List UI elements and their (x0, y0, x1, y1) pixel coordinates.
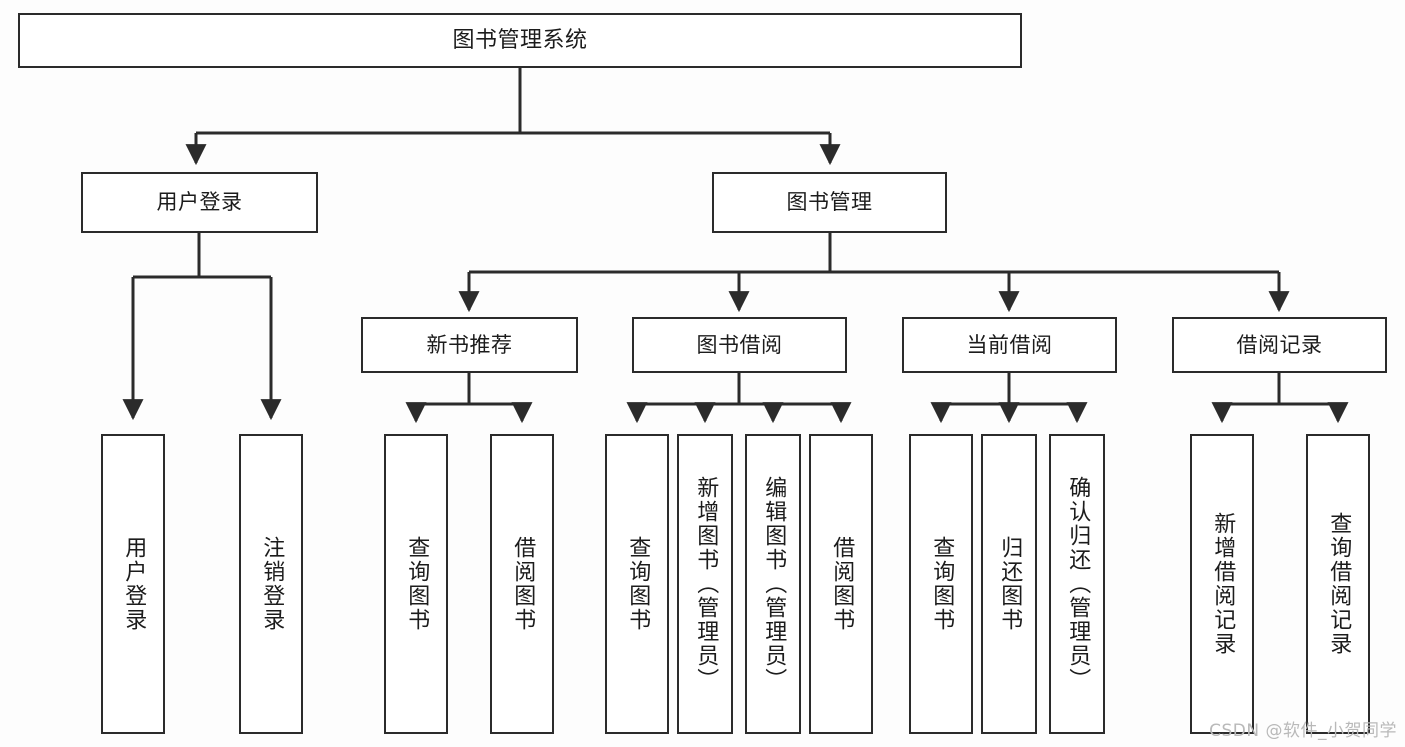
node-label: 查询图书 (929, 536, 955, 632)
leaf-borrow-book[interactable]: 借阅图书 (809, 434, 873, 734)
node-label: 图书管理 (786, 190, 873, 215)
node-new-book-recommend[interactable]: 新书推荐 (361, 317, 578, 373)
leaf-query-book-borrow[interactable]: 查询图书 (605, 434, 669, 734)
node-label: 图书借阅 (696, 332, 783, 357)
node-label: 当前借阅 (966, 332, 1053, 357)
leaf-borrow-book-newbook[interactable]: 借阅图书 (490, 434, 554, 734)
node-book-management[interactable]: 图书管理 (712, 172, 947, 233)
leaf-query-borrow-record[interactable]: 查询借阅记录 (1306, 434, 1370, 734)
leaf-return-book[interactable]: 归还图书 (981, 434, 1037, 734)
node-label: 查询图书 (625, 536, 651, 632)
leaf-query-book-newbook[interactable]: 查询图书 (384, 434, 448, 734)
leaf-add-book-admin[interactable]: 新增图书（管理员） (677, 434, 733, 734)
node-label: 查询图书 (404, 536, 430, 632)
node-label: 新增图书（管理员） (693, 476, 719, 692)
node-label: 注销登录 (259, 536, 285, 632)
node-label: 借阅记录 (1236, 332, 1323, 357)
node-label: 图书管理系统 (452, 27, 588, 53)
leaf-query-book-current[interactable]: 查询图书 (909, 434, 973, 734)
node-root-book-management-system[interactable]: 图书管理系统 (18, 13, 1022, 68)
node-label: 确认归还（管理员） (1065, 476, 1091, 692)
node-label: 新书推荐 (426, 332, 513, 357)
node-label: 编辑图书（管理员） (761, 476, 787, 692)
leaf-user-login[interactable]: 用户登录 (101, 434, 165, 734)
node-current-borrow[interactable]: 当前借阅 (902, 317, 1117, 373)
node-label: 借阅图书 (510, 536, 536, 632)
node-label: 归还图书 (997, 536, 1023, 632)
node-label: 借阅图书 (829, 536, 855, 632)
leaf-edit-book-admin[interactable]: 编辑图书（管理员） (745, 434, 801, 734)
node-label: 用户登录 (156, 190, 243, 215)
csdn-watermark: CSDN @软件_小贺同学 (1209, 721, 1397, 741)
leaf-confirm-return-admin[interactable]: 确认归还（管理员） (1049, 434, 1105, 734)
node-user-login[interactable]: 用户登录 (81, 172, 318, 233)
node-label: 查询借阅记录 (1326, 512, 1352, 656)
node-book-borrow[interactable]: 图书借阅 (632, 317, 847, 373)
node-borrow-record[interactable]: 借阅记录 (1172, 317, 1387, 373)
leaf-logout[interactable]: 注销登录 (239, 434, 303, 734)
leaf-add-borrow-record[interactable]: 新增借阅记录 (1190, 434, 1254, 734)
node-label: 用户登录 (121, 536, 147, 632)
node-label: 新增借阅记录 (1210, 512, 1236, 656)
